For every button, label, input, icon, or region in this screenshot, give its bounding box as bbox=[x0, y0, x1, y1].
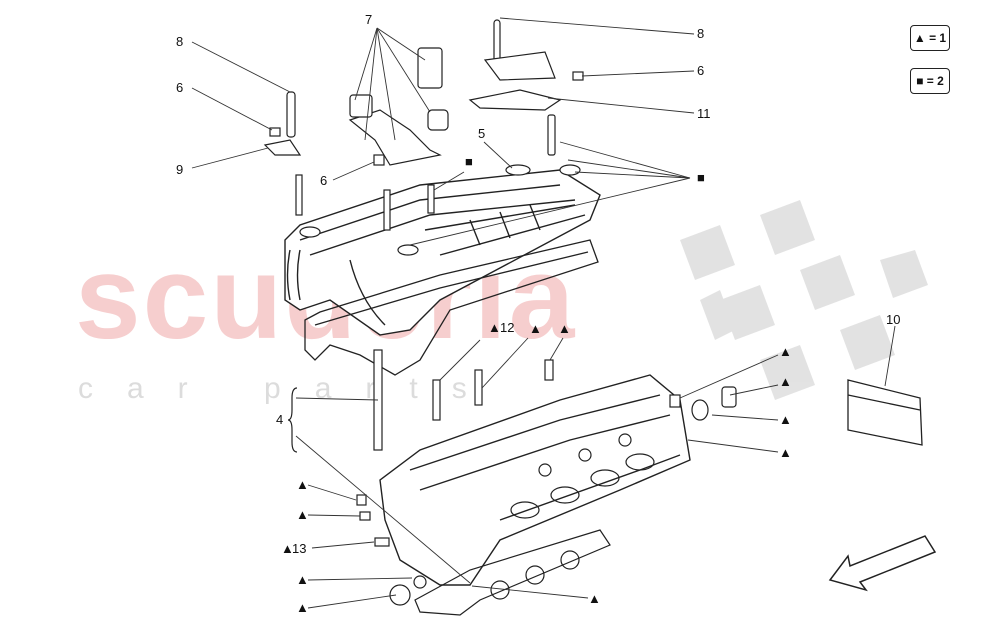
head-gasket bbox=[414, 529, 611, 616]
marker-triangle: ▲ bbox=[296, 572, 309, 587]
manual-booklet-icon bbox=[847, 379, 923, 446]
callout-6-mid: 6 bbox=[320, 173, 327, 188]
callout-13: 13 bbox=[292, 541, 306, 556]
marker-square: ■ bbox=[697, 170, 705, 185]
marker-triangle: ▲ bbox=[588, 591, 601, 606]
marker-triangle: ▲ bbox=[779, 344, 792, 359]
callout-6-right: 6 bbox=[697, 63, 704, 78]
callout-8-left: 8 bbox=[176, 34, 183, 49]
callout-7: 7 bbox=[365, 12, 372, 27]
callout-labels: 8 6 9 7 6 5 8 6 11 12 4 10 13 bbox=[176, 12, 900, 556]
leader-lines bbox=[191, 17, 896, 609]
marker-triangle: ▲ bbox=[296, 507, 309, 522]
marker-triangle: ▲ bbox=[529, 321, 542, 336]
callout-8-right: 8 bbox=[697, 26, 704, 41]
marker-triangle: ▲ bbox=[281, 541, 294, 556]
callout-9: 9 bbox=[176, 162, 183, 177]
sensor-brackets bbox=[263, 47, 562, 166]
front-arrow-icon bbox=[828, 535, 937, 592]
marker-triangle: ▲ bbox=[558, 321, 571, 336]
checkered-flag-icon bbox=[680, 200, 928, 400]
marker-triangle: ▲ bbox=[779, 445, 792, 460]
head-ports bbox=[510, 433, 655, 519]
legend-square-qty: ■ = 2 bbox=[910, 68, 950, 94]
legend-triangle-qty: ▲ = 1 bbox=[910, 25, 950, 51]
marker-triangle: ▲ bbox=[296, 600, 309, 615]
callout-10: 10 bbox=[886, 312, 900, 327]
cam-cover bbox=[284, 169, 601, 336]
watermark-subtitle: car parts bbox=[78, 372, 501, 405]
callout-4: 4 bbox=[276, 412, 283, 427]
marker-triangle: ▲ bbox=[779, 412, 792, 427]
marker-triangle: ▲ bbox=[779, 374, 792, 389]
callout-11: 11 bbox=[697, 106, 711, 121]
part-markers: ▲ ▲ ▲ ▲ ▲ ▲ ▲ ▲ ▲ ▲ ▲ ▲ ▲ ■ ■ bbox=[281, 154, 792, 615]
callout-6-left: 6 bbox=[176, 80, 183, 95]
marker-triangle: ▲ bbox=[488, 320, 501, 335]
marker-square: ■ bbox=[465, 154, 473, 169]
group-bracket bbox=[287, 387, 298, 453]
marker-triangle: ▲ bbox=[296, 477, 309, 492]
cover-gasket bbox=[304, 239, 599, 376]
cylinder-head bbox=[379, 374, 691, 586]
callout-12: 12 bbox=[500, 320, 514, 335]
callout-5: 5 bbox=[478, 126, 485, 141]
